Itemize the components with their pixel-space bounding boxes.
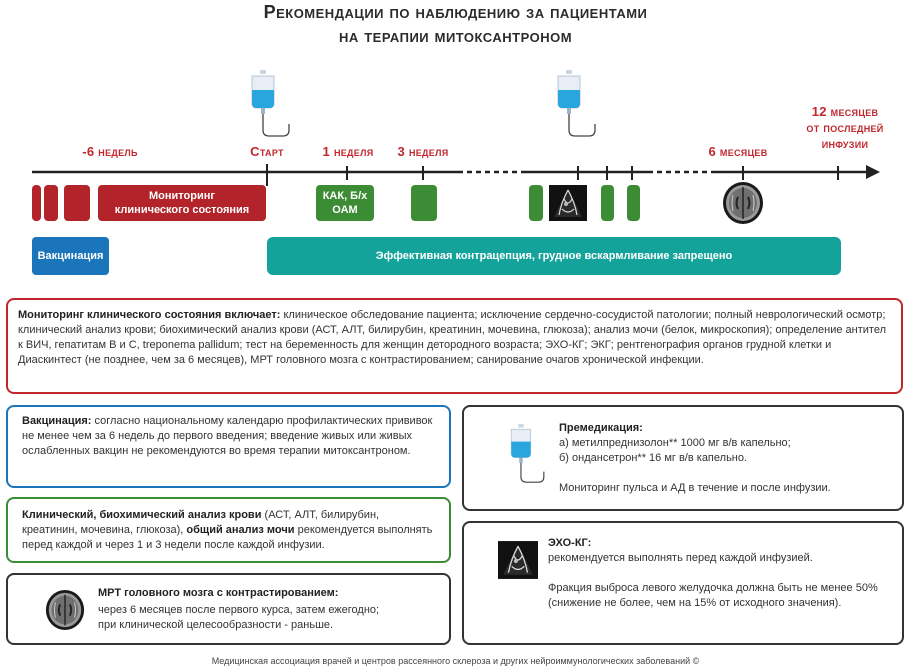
iv-drip-icon xyxy=(510,424,545,483)
timeline-axis xyxy=(32,164,880,186)
iv-drip-icon xyxy=(557,70,596,137)
iv-drip-icon xyxy=(251,70,290,137)
timeline-label-month12-line3: инфузии xyxy=(821,136,869,151)
lab-tests-bar-line2: ОАМ xyxy=(332,204,358,216)
monitoring-marker xyxy=(44,185,58,221)
timeline-label-start: Старт xyxy=(250,144,284,159)
lab-tests-marker xyxy=(601,185,614,221)
blood-tests-text2: рекомендуется выполнять перед каждой и ч… xyxy=(22,524,433,551)
lab-tests-marker xyxy=(529,185,543,221)
monitoring-bar-line2: клинического состояния xyxy=(114,204,250,216)
lab-tests-marker xyxy=(411,185,437,221)
vaccination-bar: Вакцинация xyxy=(32,237,109,275)
echocardiogram-icon xyxy=(498,541,538,579)
echo-line1: рекомендуется выполнять перед каждой инф… xyxy=(548,552,813,564)
premedication-panel-body: Премедикация: а) метилпреднизолон** 1000… xyxy=(559,421,894,496)
premedication-line2: б) ондансетрон** 16 мг в/в капельно. xyxy=(559,452,748,464)
urine-test-heading: общий анализ мочи xyxy=(186,524,295,536)
lab-tests-marker xyxy=(627,185,640,221)
monitoring-panel-text: клиническое обследование пациента; исклю… xyxy=(18,309,887,366)
page-title-line2: на терапии митоксантроном xyxy=(338,26,573,46)
timeline-label-week1: 1 неделя xyxy=(322,144,374,159)
lab-tests-bar-line1: КАК, Б/х xyxy=(322,190,368,202)
monitoring-marker xyxy=(32,185,41,221)
brain-mri-icon xyxy=(45,589,85,631)
premedication-line3: Мониторинг пульса и АД в течение и после… xyxy=(559,482,831,494)
premedication-line1: а) метилпреднизолон** 1000 мг в/в капель… xyxy=(559,437,791,449)
mri-panel-body: МРТ головного мозга с контрастированием:… xyxy=(98,586,443,633)
timeline-label-month12: 12 месяцев от последней инфузии xyxy=(790,104,900,152)
echocardiogram-icon xyxy=(549,185,587,221)
echo-panel-body: ЭХО-КГ: рекомендуется выполнять перед ка… xyxy=(548,536,893,611)
brain-mri-icon xyxy=(723,182,763,224)
vaccination-panel-text: согласно национальному календарю профила… xyxy=(22,415,433,457)
lab-tests-bar: КАК, Б/х ОАМ xyxy=(316,185,374,221)
blood-tests-panel: Клинический, биохимический анализ крови … xyxy=(6,497,451,563)
monitoring-marker xyxy=(64,185,90,221)
vaccination-panel: Вакцинация: согласно национальному кален… xyxy=(6,405,451,488)
mri-panel-heading: МРТ головного мозга с контрастированием: xyxy=(98,587,339,599)
premedication-heading: Премедикация: xyxy=(559,422,643,434)
premedication-panel: Премедикация: а) метилпреднизолон** 1000… xyxy=(462,405,904,511)
monitoring-bar: Мониторинг клинического состояния xyxy=(98,185,266,221)
monitoring-bar-line1: Мониторинг xyxy=(149,190,215,202)
timeline-label-month12-line1: 12 месяцев xyxy=(811,104,879,119)
timeline-label-month6: 6 месяцев xyxy=(708,144,768,159)
page-title-line1: Рекомендации по наблюдению за пациентами xyxy=(263,2,648,22)
monitoring-panel: Мониторинг клинического состояния включа… xyxy=(6,298,903,394)
echo-heading: ЭХО-КГ: xyxy=(548,537,592,549)
echo-panel: ЭХО-КГ: рекомендуется выполнять перед ка… xyxy=(462,521,904,645)
footer-credit: Медицинская ассоциация врачей и центров … xyxy=(211,656,700,666)
echo-line2: Фракция выброса левого желудочка должна … xyxy=(548,582,878,609)
timeline-label-minus6: -6 недель xyxy=(82,144,138,159)
mri-panel: МРТ головного мозга с контрастированием:… xyxy=(6,573,451,645)
monitoring-panel-heading: Мониторинг клинического состояния включа… xyxy=(18,309,281,321)
mri-panel-line2: при клинической целесообразности - раньш… xyxy=(98,619,334,631)
vaccination-panel-heading: Вакцинация: xyxy=(22,415,92,427)
contraception-bar: Эффективная контрацепция, грудное вскарм… xyxy=(267,237,841,275)
mri-panel-line1: через 6 месяцев после первого курса, зат… xyxy=(98,604,380,616)
timeline-label-week3: 3 неделя xyxy=(397,144,449,159)
blood-tests-text1: (АСТ, АЛТ, билирубин, креатинин, мочевин… xyxy=(22,509,380,536)
blood-tests-heading: Клинический, биохимический анализ крови xyxy=(22,509,262,521)
timeline-label-month12-line2: от последней xyxy=(806,120,884,135)
